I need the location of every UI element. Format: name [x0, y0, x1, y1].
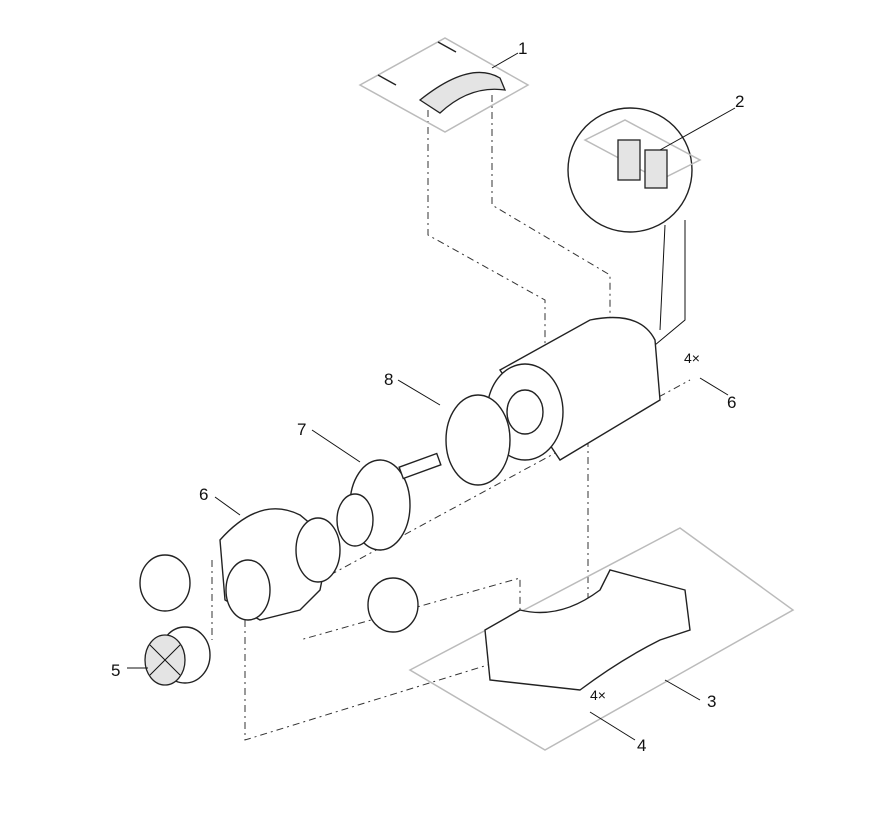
part-2-detail	[567, 107, 702, 346]
part-1-handle	[358, 37, 530, 133]
part-6-pump-housing	[219, 508, 341, 621]
callout-3: 3	[707, 692, 716, 711]
part-3-base-frame	[408, 527, 795, 751]
leader-lines	[127, 52, 736, 741]
callout-6-screw: 6	[727, 393, 736, 412]
callout-4-quantity: 4×	[590, 687, 606, 703]
callout-2: 2	[735, 92, 744, 111]
callout-7: 7	[297, 420, 306, 439]
callout-6-quantity: 4×	[684, 350, 700, 366]
part-5-filter-cap	[144, 626, 211, 686]
callout-5: 5	[111, 661, 120, 680]
part-8-o-ring	[445, 394, 511, 486]
pump-motor	[486, 316, 661, 461]
callout-1: 1	[518, 39, 527, 58]
part-7-rotor	[336, 452, 442, 551]
callout-8: 8	[384, 370, 393, 389]
callout-6-housing: 6	[199, 485, 208, 504]
callout-4: 4	[637, 736, 646, 755]
end-caps	[139, 554, 419, 633]
